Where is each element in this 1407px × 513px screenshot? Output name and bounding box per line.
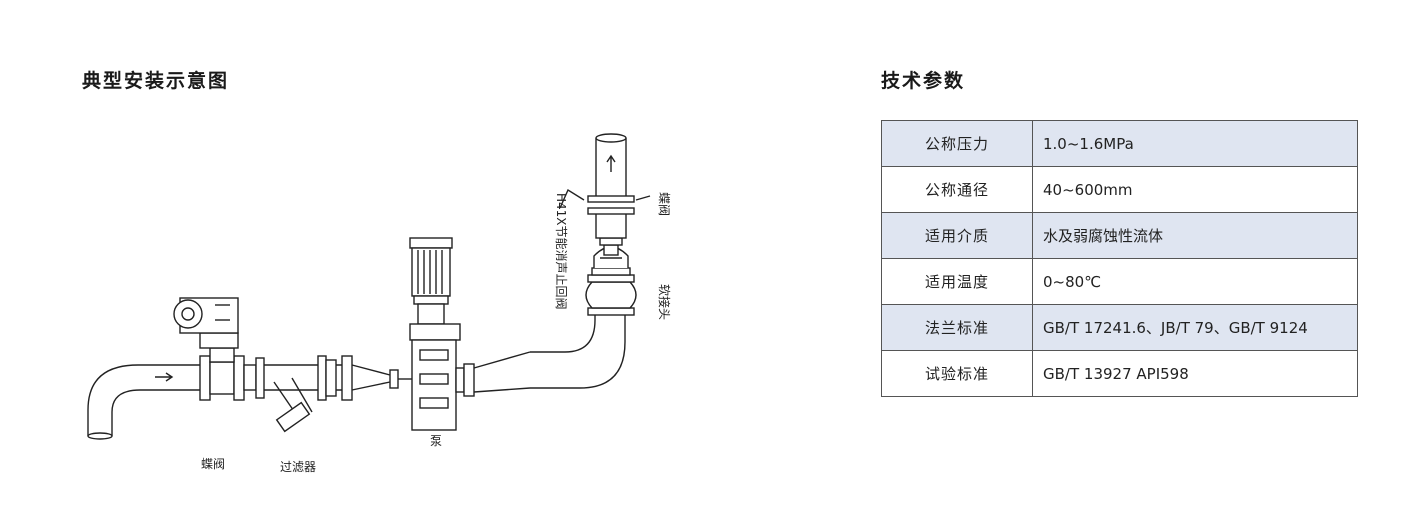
label-check-valve: H41X节能消声止回阀 [554,193,568,310]
flow-arrow-icon [155,372,174,382]
spec-key: 试验标准 [881,350,1033,397]
label-soft-joint: 软接头 [657,284,672,320]
spec-value: GB/T 17241.6、JB/T 79、GB/T 9124 [1032,304,1358,351]
spec-row: 公称通径 40~600mm [881,166,1358,213]
label-butterfly-valve-top: 蝶阀 [657,192,672,216]
spec-value: GB/T 13927 API598 [1032,350,1358,397]
spec-table: 公称压力 1.0~1.6MPa 公称通径 40~600mm 适用介质 水及弱腐蚀… [881,120,1358,397]
spec-row: 试验标准 GB/T 13927 API598 [881,350,1358,397]
spec-title: 技术参数 [881,70,966,92]
spec-key: 适用介质 [881,212,1033,259]
installation-diagram: 蝶阀 过滤器 泵 H41X节能消声止回阀 蝶阀 软接头 [60,120,760,490]
spec-row: 公称压力 1.0~1.6MPa [881,120,1358,167]
diagram-title: 典型安装示意图 [82,70,230,92]
spec-value: 40~600mm [1032,166,1358,213]
butterfly-valve-top [559,188,651,239]
vertical-outlet-pipe [595,133,627,196]
pump [398,237,461,431]
spec-value: 0~80℃ [1032,258,1358,305]
label-pump: 泵 [430,434,442,448]
filter [264,355,337,433]
spec-row: 适用介质 水及弱腐蚀性流体 [881,212,1358,259]
spec-row: 适用温度 0~80℃ [881,258,1358,305]
label-filter: 过滤器 [280,460,316,474]
flow-arrow-up-icon [606,154,616,172]
spec-value: 1.0~1.6MPa [1032,120,1358,167]
spec-row: 法兰标准 GB/T 17241.6、JB/T 79、GB/T 9124 [881,304,1358,351]
spec-key: 公称通径 [881,166,1033,213]
spec-key: 公称压力 [881,120,1033,167]
check-valve [591,237,631,276]
spec-key: 法兰标准 [881,304,1033,351]
spec-value: 水及弱腐蚀性流体 [1032,212,1358,259]
spec-key: 适用温度 [881,258,1033,305]
label-butterfly-valve-bottom: 蝶阀 [201,456,225,471]
butterfly-valve-bottom [173,297,245,401]
soft-joint [585,274,637,316]
outlet-elbow-pipe [530,313,626,389]
inlet-elbow-pipe [87,364,200,440]
